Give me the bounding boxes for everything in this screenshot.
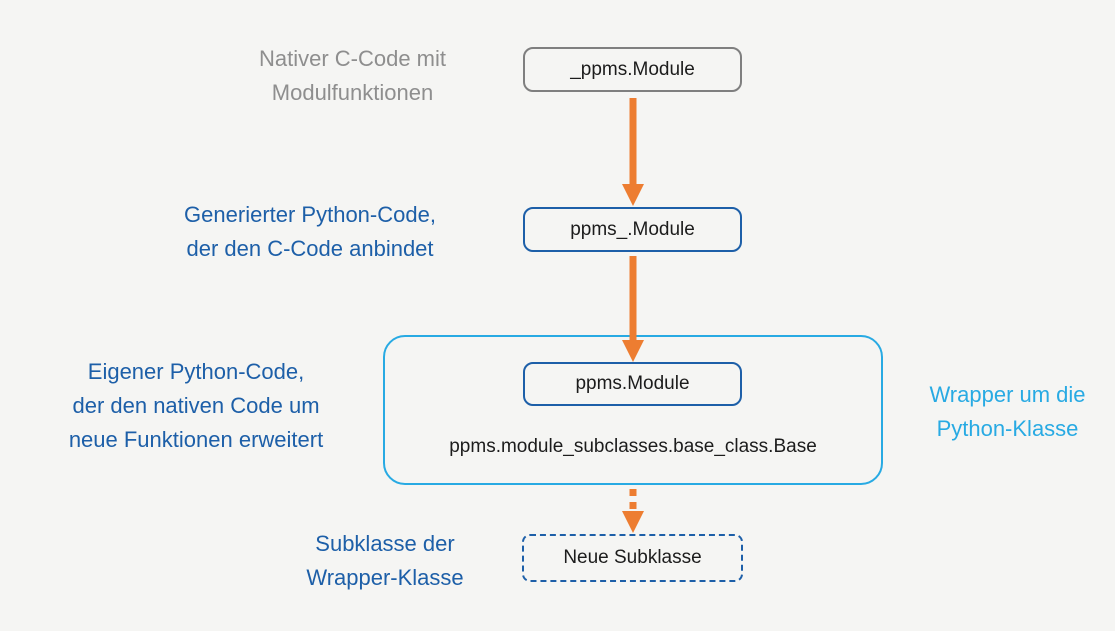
annotation-line: Generierter Python-Code,: [184, 202, 436, 227]
node-generated-module: ppms_.Module: [523, 207, 742, 252]
annotation-native-c-code: Nativer C-Code mit Modulfunktionen: [200, 42, 505, 110]
annotation-line: der den C-Code anbindet: [186, 236, 434, 261]
node-label: _ppms.Module: [570, 58, 695, 80]
annotation-line: neue Funktionen erweitert: [68, 427, 324, 452]
annotation-own-python: Eigener Python-Code, der den nativen Cod…: [16, 355, 376, 457]
annotation-wrapper-class: Wrapper um die Python-Klasse: [900, 378, 1115, 446]
arrow-generated-to-wrapped: [622, 256, 644, 362]
annotation-generated-python: Generierter Python-Code, der den C-Code …: [150, 198, 470, 266]
arrow-wrapper-to-subclass: [622, 489, 644, 533]
arrow-down-icon: [622, 184, 644, 206]
annotation-line: Modulfunktionen: [271, 80, 434, 105]
arrow-down-icon: [622, 511, 644, 533]
annotation-line: Subklasse der: [315, 531, 455, 556]
node-new-subclass: Neue Subklasse: [522, 534, 743, 582]
arrow-native-to-generated: [622, 98, 644, 206]
annotation-line: der den nativen Code um: [72, 393, 320, 418]
annotation-line: Wrapper-Klasse: [306, 565, 464, 590]
node-label: Neue Subklasse: [563, 547, 702, 568]
arrow-shaft-dashed: [629, 489, 637, 511]
arrow-down-icon: [622, 340, 644, 362]
annotation-line: Eigener Python-Code,: [87, 359, 305, 384]
annotation-line: Wrapper um die: [929, 382, 1086, 407]
arrow-shaft: [629, 98, 637, 186]
annotation-line: Python-Klasse: [936, 416, 1079, 441]
base-class-path: ppms.module_subclasses.base_class.Base: [383, 436, 883, 458]
base-class-label: ppms.module_subclasses.base_class.Base: [449, 436, 817, 457]
annotation-line: Nativer C-Code mit: [258, 46, 447, 71]
node-native-module: _ppms.Module: [523, 47, 742, 92]
node-wrapped-module: ppms.Module: [523, 362, 742, 406]
arrow-shaft: [629, 256, 637, 342]
annotation-subclass: Subklasse der Wrapper-Klasse: [270, 527, 500, 595]
node-label: ppms.Module: [575, 373, 690, 394]
node-label: ppms_.Module: [570, 218, 695, 240]
